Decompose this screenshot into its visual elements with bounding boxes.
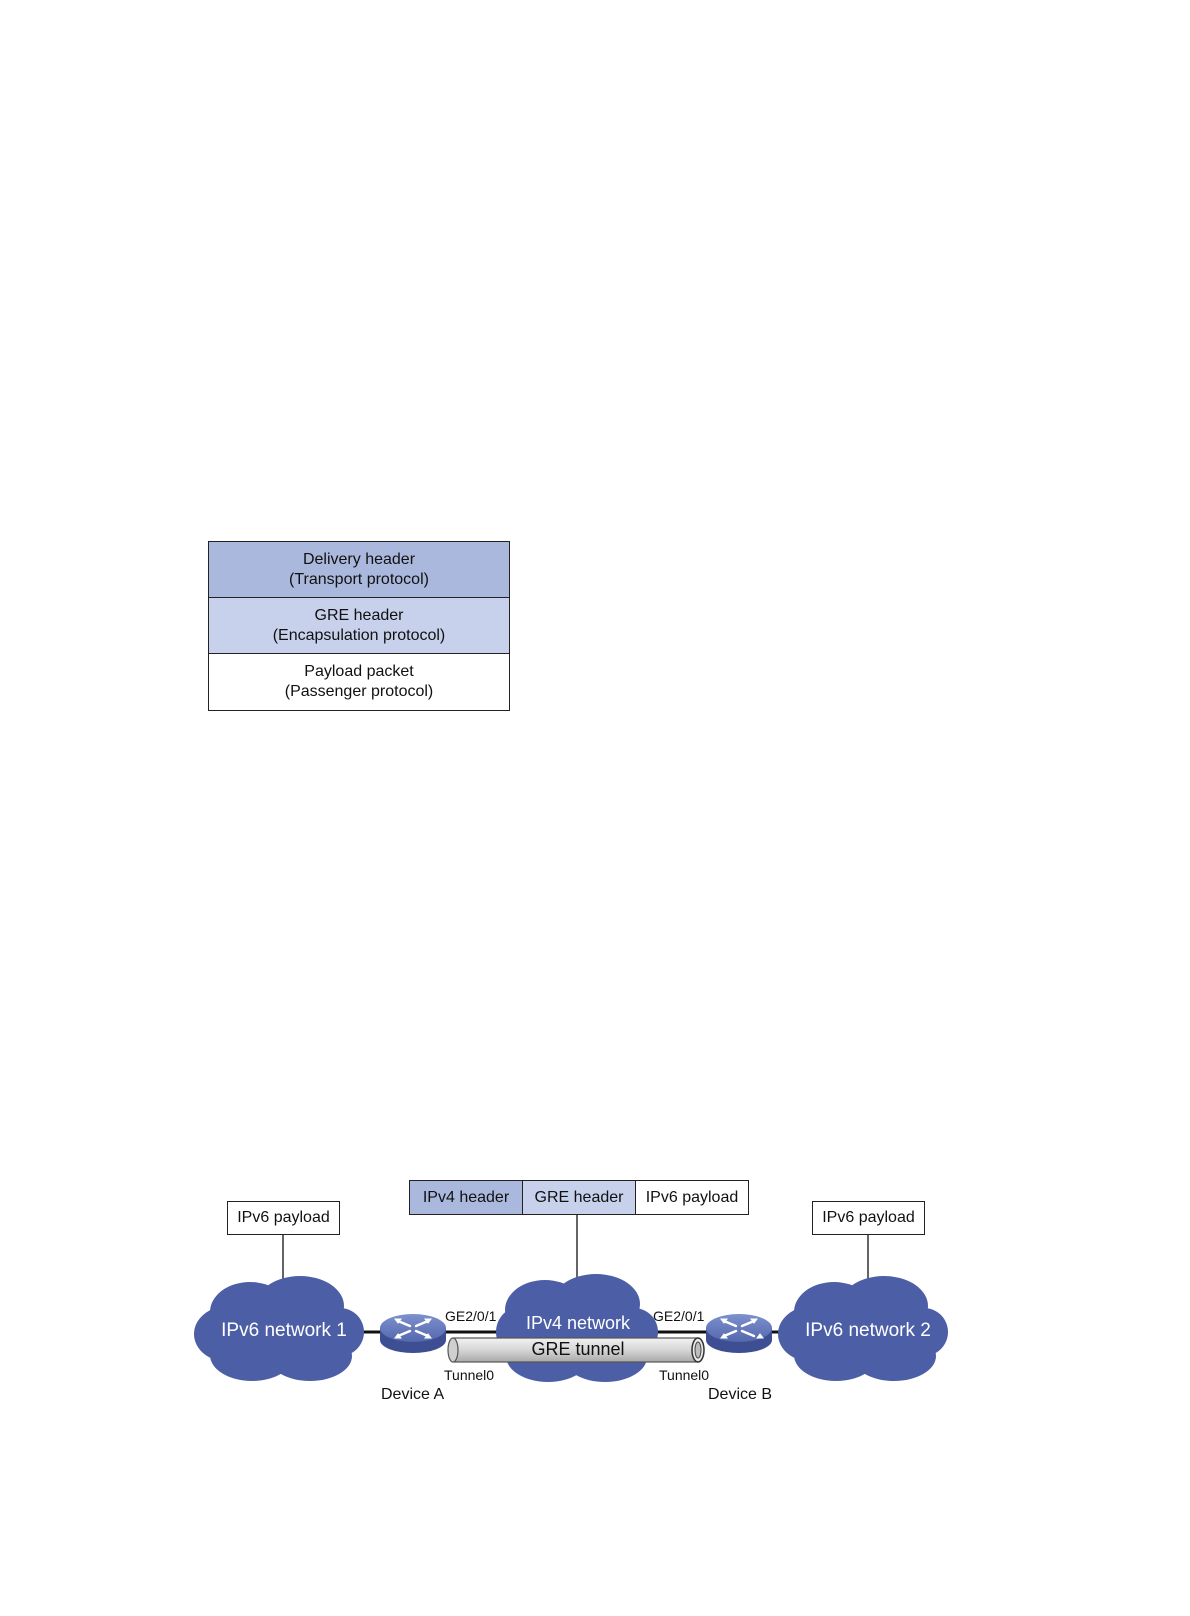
device-a-interface-label: GE2/0/1 (445, 1307, 496, 1325)
payload-packet-label: Payload packet (304, 662, 413, 682)
topology-graphics (0, 1180, 1190, 1440)
payload-packet-row: Payload packet (Passenger protocol) (209, 654, 509, 709)
device-b-interface-label: GE2/0/1 (653, 1307, 704, 1325)
left-ipv6-payload-box: IPv6 payload (227, 1201, 340, 1235)
gre-header-sublabel: (Encapsulation protocol) (273, 626, 446, 646)
gre-tunnel-label: GRE tunnel (528, 1340, 628, 1358)
gre-header-row: GRE header (Encapsulation protocol) (209, 598, 509, 654)
device-a-router-icon (380, 1314, 446, 1353)
ipv6-network-2-label: IPv6 network 2 (798, 1320, 938, 1342)
device-b-router-icon (706, 1314, 772, 1353)
ipv4-network-label: IPv4 network (508, 1313, 648, 1334)
gre-encapsulation-stack: Delivery header (Transport protocol) GRE… (208, 541, 510, 711)
delivery-header-row: Delivery header (Transport protocol) (209, 542, 509, 598)
delivery-header-sublabel: (Transport protocol) (289, 570, 429, 590)
device-a-tunnel-label: Tunnel0 (444, 1366, 494, 1384)
encapsulated-packet: IPv4 header GRE header IPv6 payload (409, 1180, 749, 1215)
gre-header-label: GRE header (315, 606, 404, 626)
device-a-name: Device A (381, 1386, 444, 1404)
delivery-header-label: Delivery header (303, 550, 415, 570)
packet-ipv4-header: IPv4 header (410, 1181, 523, 1214)
ipv6-network-1-label: IPv6 network 1 (214, 1320, 354, 1342)
packet-ipv6-payload: IPv6 payload (636, 1181, 748, 1214)
device-b-tunnel-label: Tunnel0 (659, 1366, 709, 1384)
right-ipv6-payload-box: IPv6 payload (812, 1201, 925, 1235)
gre-topology-diagram: IPv4 header GRE header IPv6 payload IPv6… (0, 1180, 1190, 1440)
device-b-name: Device B (708, 1386, 772, 1404)
payload-packet-sublabel: (Passenger protocol) (285, 682, 434, 702)
packet-gre-header: GRE header (523, 1181, 636, 1214)
